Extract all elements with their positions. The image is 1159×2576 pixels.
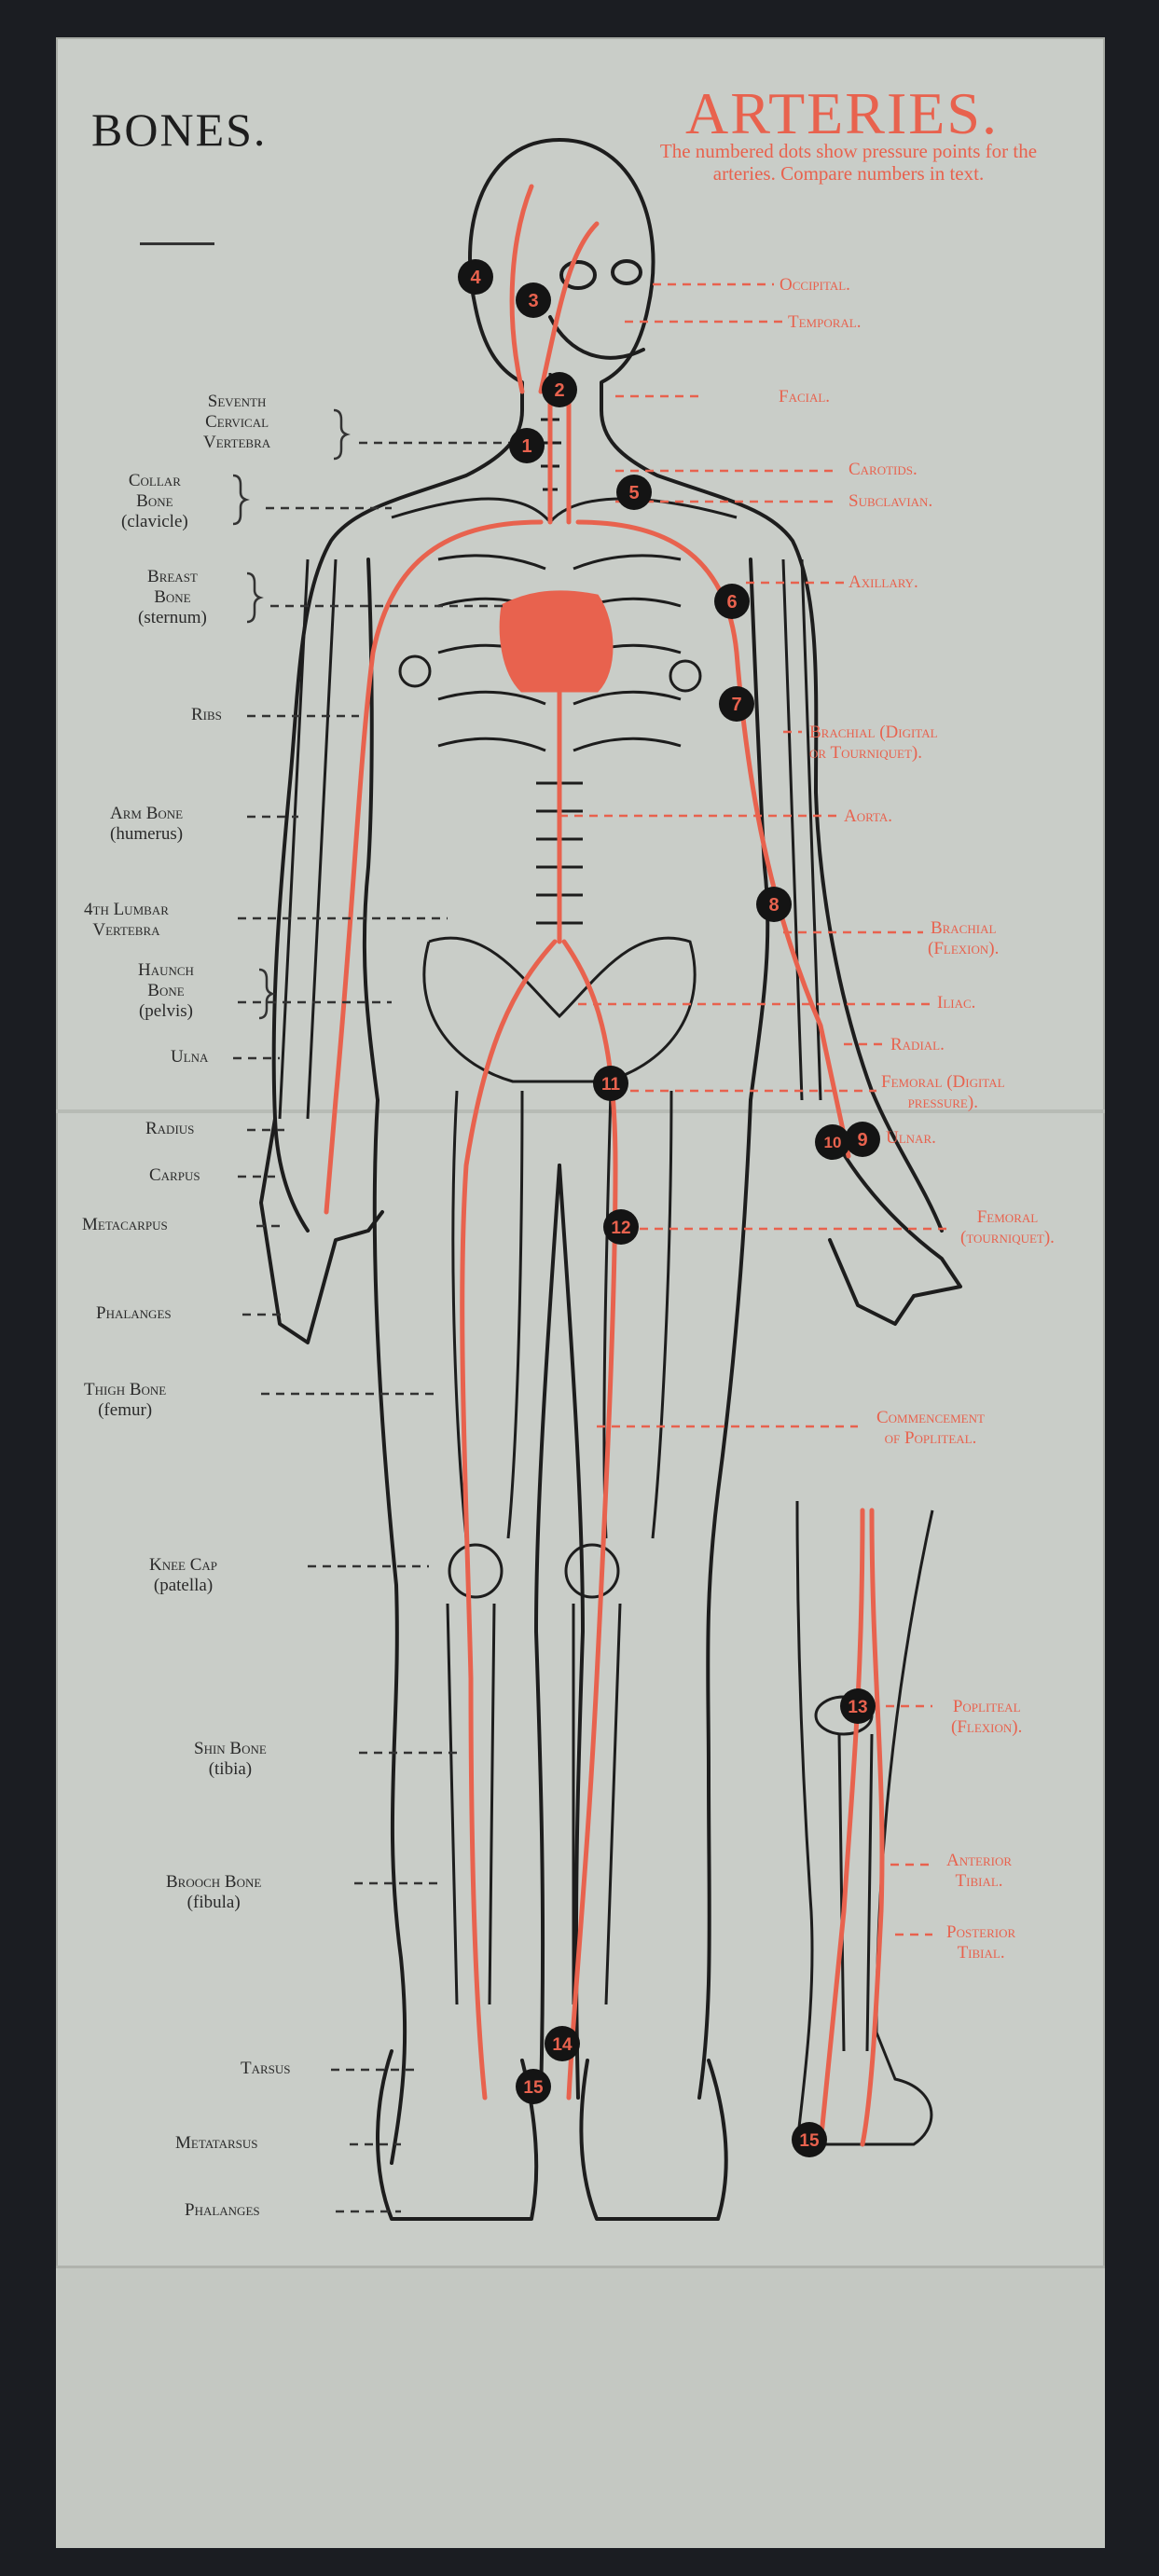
pressure-point-4: 4 (458, 259, 493, 295)
label-metatarsus: Metatarsus (175, 2133, 258, 2153)
pressure-point-5: 5 (616, 475, 652, 510)
pressure-point-6-number: 6 (726, 592, 737, 613)
pressure-point-15-leg-number: 15 (799, 2131, 820, 2151)
label-ulna: Ulna (171, 1047, 209, 1067)
pressure-point-4-number: 4 (470, 268, 481, 288)
pressure-points: 1 2 3 4 5 6 7 8 9 10 11 12 13 14 15 15 (458, 259, 880, 2157)
label-iliac: Iliac. (937, 993, 976, 1012)
label-aorta: Aorta. (844, 806, 893, 826)
pressure-point-11-number: 11 (601, 1075, 621, 1095)
pressure-point-9-number: 9 (857, 1130, 867, 1150)
pressure-point-12: 12 (603, 1209, 639, 1245)
label-ulnar: Ulnar. (886, 1128, 936, 1148)
bones-title: BONES. (91, 103, 268, 156)
pressure-point-8: 8 (756, 887, 792, 922)
label-phalanges-foot: Phalanges (185, 2200, 260, 2220)
pressure-point-15-number: 15 (523, 2078, 544, 2098)
pressure-point-10-number: 10 (824, 1134, 842, 1151)
label-commencement-of-popliteal: Commencement of Popliteal. (876, 1408, 985, 1448)
label-brachial-digital: Brachial (Digital or Tourniquet). (809, 723, 938, 763)
lower-leg-diagram (795, 1500, 934, 2146)
pressure-point-15-leg: 15 (792, 2122, 827, 2157)
label-temporal: Temporal. (788, 312, 862, 332)
label-posterior-tibial: Posterior Tibial. (946, 1922, 1016, 1963)
pressure-point-1: 1 (509, 428, 545, 463)
label-subclavian: Subclavian. (849, 491, 933, 511)
pressure-point-10: 10 (815, 1124, 850, 1160)
label-seventh-cervical-vertebra: Seventh Cervical Vertebra (203, 392, 271, 452)
label-tarsus: Tarsus (241, 2059, 291, 2078)
label-arm-bone: Arm Bone (humerus) (110, 804, 184, 844)
label-brackets (232, 408, 351, 1020)
label-axillary: Axillary. (849, 572, 918, 592)
arteries-note: The numbered dots show pressure points f… (659, 140, 1038, 185)
label-collar-bone: Collar Bone (clavicle) (121, 471, 188, 531)
pressure-point-3: 3 (516, 282, 551, 318)
label-femoral-tourniquet: Femoral (tourniquet). (960, 1207, 1055, 1247)
artery-leader-lines (559, 282, 951, 1936)
pressure-point-14: 14 (545, 2026, 580, 2061)
pressure-point-12-number: 12 (611, 1219, 630, 1238)
label-haunch-bone: Haunch Bone (pelvis) (138, 960, 194, 1021)
pressure-point-15: 15 (516, 2069, 551, 2104)
fold-line (56, 1109, 1105, 1113)
body-outline (259, 138, 962, 2221)
label-anterior-tibial: Anterior Tibial. (946, 1851, 1013, 1891)
pressure-point-5-number: 5 (628, 483, 639, 503)
label-occipital: Occipital. (780, 275, 850, 295)
label-facial: Facial. (779, 387, 831, 406)
label-brooch-bone: Brooch Bone (fibula) (166, 1872, 262, 1912)
label-carpus: Carpus (149, 1165, 200, 1185)
label-metacarpus: Metacarpus (82, 1215, 168, 1234)
label-carotids: Carotids. (849, 460, 918, 479)
pressure-point-7: 7 (719, 686, 754, 722)
label-thigh-bone: Thigh Bone (femur) (84, 1380, 167, 1420)
pressure-point-14-number: 14 (552, 2035, 573, 2055)
pressure-point-2: 2 (542, 372, 577, 407)
pressure-point-13-number: 13 (848, 1698, 867, 1717)
label-radial: Radial. (890, 1035, 945, 1054)
title-rule (140, 242, 214, 245)
pressure-point-2-number: 2 (554, 380, 564, 401)
bone-leader-lines (233, 441, 513, 2213)
label-shin-bone: Shin Bone (tibia) (194, 1739, 267, 1779)
pressure-point-7-number: 7 (731, 695, 741, 715)
label-phalanges-hand: Phalanges (96, 1303, 172, 1323)
label-femoral-digital: Femoral (Digital pressure). (881, 1072, 1005, 1112)
label-brachial-flexion: Brachial (Flexion). (928, 918, 1000, 958)
label-breast-bone: Breast Bone (sternum) (138, 567, 207, 627)
pressure-point-1-number: 1 (521, 436, 531, 457)
pressure-point-13: 13 (840, 1688, 876, 1724)
pressure-point-9: 9 (845, 1122, 880, 1157)
artery-lines (324, 184, 885, 2147)
arteries-title: ARTERIES. (685, 80, 999, 146)
pressure-point-11: 11 (593, 1066, 628, 1101)
pressure-point-3-number: 3 (528, 291, 538, 311)
blank-bottom-margin (56, 2266, 1105, 2548)
label-knee-cap: Knee Cap (patella) (149, 1555, 218, 1595)
label-popliteal-flexion: Popliteal (Flexion). (951, 1697, 1023, 1737)
label-4th-lumbar-vertebra: 4th Lumbar Vertebra (84, 900, 169, 940)
pressure-point-8-number: 8 (768, 895, 779, 916)
label-radius: Radius (145, 1119, 195, 1138)
label-ribs: Ribs (191, 705, 222, 724)
pressure-point-6: 6 (714, 584, 750, 619)
